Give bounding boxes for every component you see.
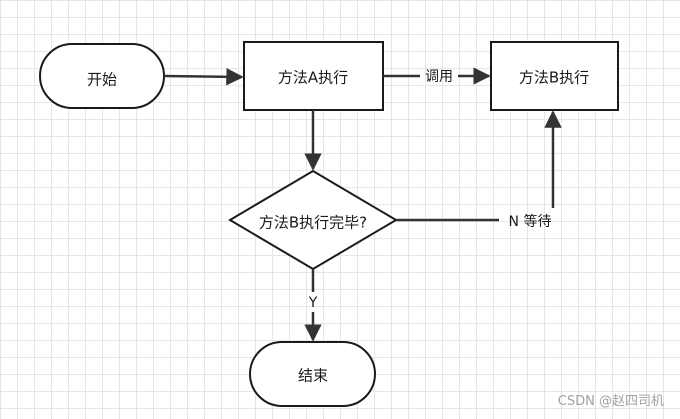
- method-a-label: 方法A执行: [278, 69, 348, 87]
- decision-label: 方法B执行完毕?: [259, 214, 367, 232]
- edge-call-label: 调用: [425, 69, 453, 85]
- method-a-node: 方法A执行: [243, 41, 384, 111]
- edge-yes-label: Y: [308, 295, 318, 311]
- start-label: 开始: [87, 71, 117, 89]
- end-node: 结束: [249, 341, 376, 407]
- end-label: 结束: [298, 367, 328, 385]
- edge-start-to-method-a: [163, 68, 244, 86]
- start-node: 开始: [39, 43, 165, 109]
- watermark-text: CSDN @赵四司机: [558, 394, 664, 409]
- decision-node: 方法B执行完毕?: [228, 169, 398, 271]
- edge-no-label: N 等待: [509, 213, 552, 230]
- method-b-label: 方法B执行: [519, 69, 589, 87]
- method-b-node: 方法B执行: [490, 41, 619, 111]
